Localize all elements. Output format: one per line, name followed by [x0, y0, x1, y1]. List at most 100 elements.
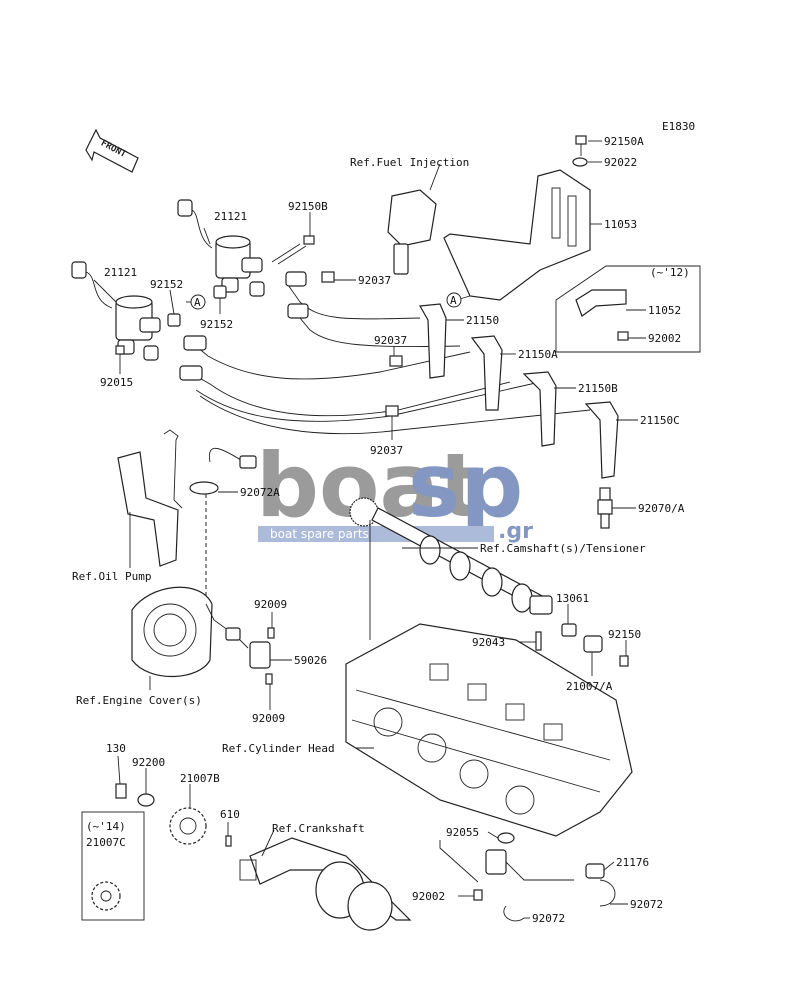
label-21176: 21176 — [616, 856, 649, 869]
sprocket-21007A — [583, 635, 603, 653]
label-21150: 21150 — [466, 314, 499, 327]
clamp-92037-b — [389, 355, 403, 367]
label-92072-right: 92072 — [630, 898, 663, 911]
leader-lines — [93, 140, 646, 919]
bolt-92150A — [575, 135, 587, 156]
bolt-130 — [115, 783, 127, 799]
label-92200: 92200 — [132, 756, 165, 769]
part-13061 — [561, 623, 577, 637]
label-13061: 13061 — [556, 592, 589, 605]
marker-a-right-text: A — [450, 294, 457, 307]
label-59026: 59026 — [294, 654, 327, 667]
label-21150C: 21150C — [640, 414, 680, 427]
label-21150B: 21150B — [578, 382, 618, 395]
sensor-59026 — [205, 603, 275, 685]
marker-a-right: A — [446, 292, 462, 308]
watermark: boat sp .gr boat spare parts — [256, 434, 533, 544]
label-92070A: 92070/A — [638, 502, 685, 515]
label-year-range-12: (~'12) — [650, 266, 690, 279]
label-21121-upper: 21121 — [214, 210, 247, 223]
plug-cap-21150A — [470, 335, 503, 411]
clamp-92037-a — [321, 271, 335, 283]
label-21007A: 21007/A — [566, 680, 613, 693]
plug-cap-21150 — [419, 303, 447, 379]
label-11052: 11052 — [648, 304, 681, 317]
label-92037-lower: 92037 — [370, 444, 403, 457]
label-92002-top: 92002 — [648, 332, 681, 345]
key-610 — [225, 835, 232, 847]
label-92022: 92022 — [604, 156, 637, 169]
washer-92022 — [572, 157, 588, 167]
label-92009-lower: 92009 — [252, 712, 285, 725]
screw-92009-a — [267, 627, 275, 639]
bolt-92150 — [619, 655, 629, 667]
crankshaft — [239, 837, 412, 931]
plug-cap-21150B — [522, 371, 557, 447]
bolt-92002-bottom — [473, 889, 483, 901]
label-ref-cylinder-head: Ref.Cylinder Head — [222, 742, 335, 755]
label-610: 610 — [220, 808, 240, 821]
clamp-11052-box — [555, 265, 701, 353]
label-92037-middle: 92037 — [374, 334, 407, 347]
marker-a-left-text: A — [194, 296, 201, 309]
sensor-92072A — [189, 447, 257, 600]
part-labels: 92150A 92022 Ref.Fuel Injection 11053 (~… — [72, 135, 690, 925]
bracket-11053 — [387, 169, 591, 301]
sprocket-21007B — [169, 807, 207, 845]
diagram-code: E1830 — [662, 120, 695, 133]
nut-92015 — [115, 345, 125, 355]
label-92002-bottom: 92002 — [412, 890, 445, 903]
label-21007B: 21007B — [180, 772, 220, 785]
label-92150: 92150 — [608, 628, 641, 641]
label-92152-upper: 92152 — [150, 278, 183, 291]
oil-pump-bracket — [117, 429, 183, 567]
label-92150B: 92150B — [288, 200, 328, 213]
clamp-92037-c — [385, 405, 399, 417]
watermark-suffix: .gr — [498, 519, 533, 544]
inset-box-21007C — [81, 811, 145, 921]
spacer-92152-b — [213, 285, 227, 299]
ignition-coil-lower — [71, 261, 161, 361]
label-ref-engine-cover: Ref.Engine Cover(s) — [76, 694, 202, 707]
watermark-text-2: sp — [408, 434, 523, 537]
label-ref-oil-pump: Ref.Oil Pump — [72, 570, 151, 583]
pin-92043 — [535, 631, 542, 651]
clip-92072-right — [599, 879, 616, 907]
label-21121-lower: 21121 — [104, 266, 137, 279]
camshaft — [349, 497, 553, 615]
label-92072A: 92072A — [240, 486, 280, 499]
cylinder-head — [345, 623, 633, 837]
label-92152-lower: 92152 — [200, 318, 233, 331]
ignition-cables — [179, 271, 591, 435]
washer-92200 — [137, 793, 155, 807]
label-92015: 92015 — [100, 376, 133, 389]
marker-a-left: A — [190, 294, 206, 310]
label-92072-bottom: 92072 — [532, 912, 565, 925]
label-21007C: 21007C — [86, 836, 126, 849]
label-ref-fuel-injection: Ref.Fuel Injection — [350, 156, 469, 169]
bolt-92002-top — [617, 331, 629, 341]
label-92055: 92055 — [446, 826, 479, 839]
label-11053: 11053 — [604, 218, 637, 231]
bolt-92150B — [271, 235, 315, 265]
label-ref-crankshaft: Ref.Crankshaft — [272, 822, 365, 835]
watermark-tagline: boat spare parts — [270, 527, 369, 541]
label-92043: 92043 — [472, 636, 505, 649]
label-92009-upper: 92009 — [254, 598, 287, 611]
screw-92009-b — [265, 673, 273, 685]
spacer-92152-a — [167, 313, 181, 327]
spark-plug-92070A — [597, 487, 613, 529]
sensor-21176 — [439, 832, 616, 922]
engine-cover — [131, 586, 213, 678]
clamp-11052 — [575, 289, 627, 317]
clip-92072-bottom — [503, 905, 525, 922]
label-92037-upper: 92037 — [358, 274, 391, 287]
label-ref-camshaft: Ref.Camshaft(s)/Tensioner — [480, 542, 646, 555]
label-21150A: 21150A — [518, 348, 558, 361]
label-92150A: 92150A — [604, 135, 644, 148]
oring-92055 — [497, 832, 515, 844]
front-arrow-icon: FRONT — [85, 128, 139, 173]
label-year-range-14: (~'14) — [86, 820, 126, 833]
